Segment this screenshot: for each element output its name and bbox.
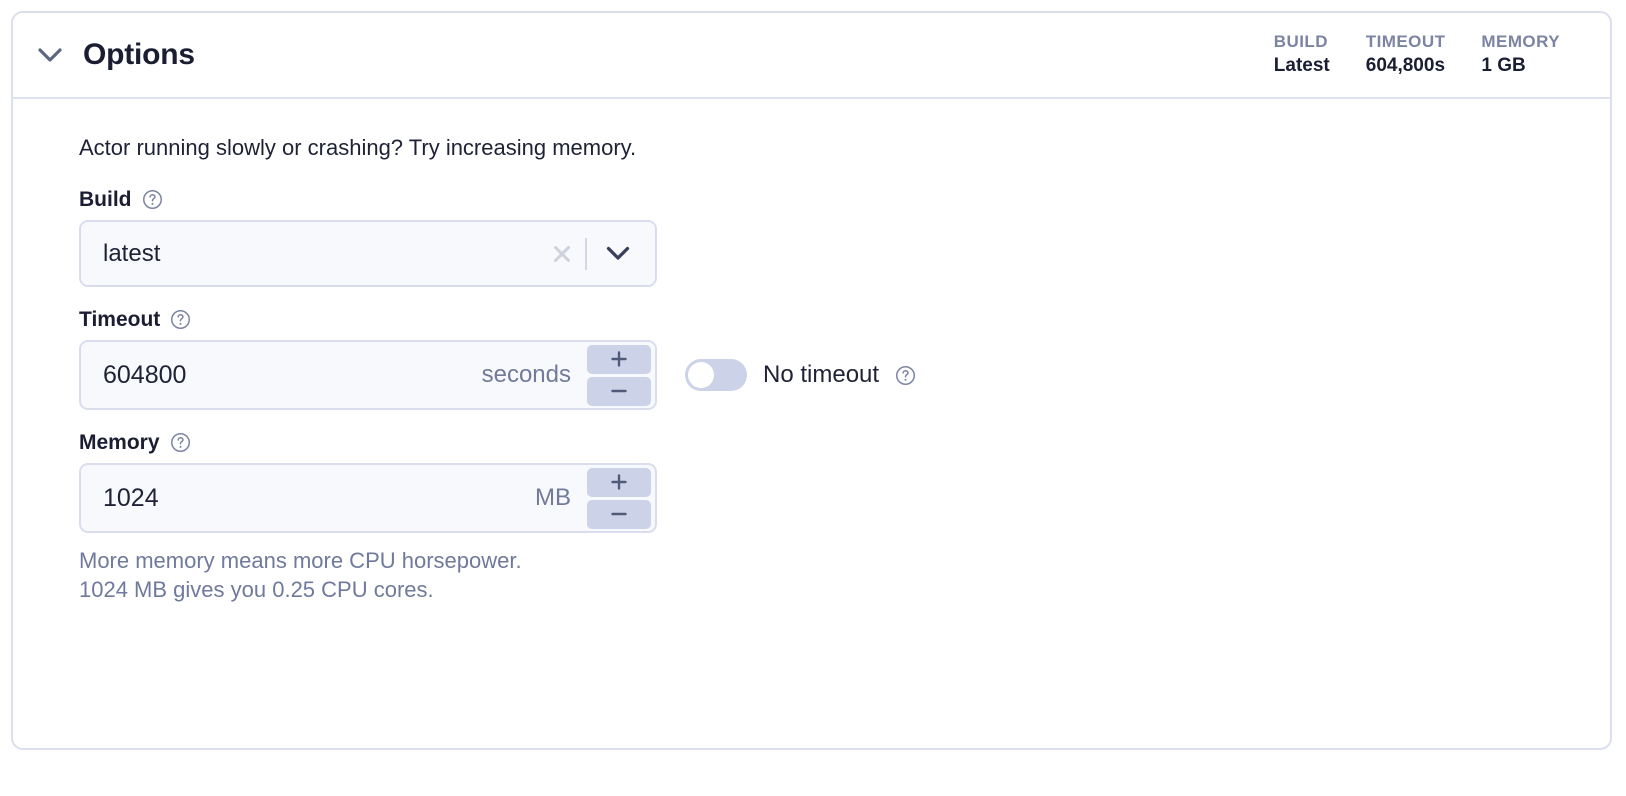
stat-timeout-label: TIMEOUT	[1365, 32, 1446, 52]
options-card-header: Options BUILD Latest TIMEOUT 604,800s ME…	[13, 13, 1610, 99]
memory-field-block: Memory 1024 MB	[79, 432, 1610, 603]
memory-input-group[interactable]: 1024 MB	[79, 463, 657, 534]
build-label: Build	[79, 188, 132, 212]
options-card-body: Actor running slowly or crashing? Try in…	[13, 99, 1610, 604]
memory-stepper	[587, 467, 655, 529]
timeout-increment-button[interactable]	[587, 344, 651, 374]
timeout-label: Timeout	[79, 308, 161, 332]
build-select-value: latest	[103, 239, 161, 267]
close-icon[interactable]	[547, 239, 577, 269]
build-label-row: Build	[79, 189, 1610, 210]
timeout-field-block: Timeout 604800 seconds	[79, 309, 1610, 411]
stat-memory-value: 1 GB	[1481, 54, 1526, 76]
memory-helper-text: More memory means more CPU horsepower. 1…	[79, 547, 1610, 603]
timeout-decrement-button[interactable]	[587, 376, 651, 406]
stat-timeout: TIMEOUT 604,800s	[1366, 33, 1446, 77]
select-separator	[585, 237, 587, 270]
timeout-row: 604800 seconds	[79, 340, 1610, 411]
no-timeout-toggle-knob	[688, 362, 714, 389]
memory-label: Memory	[79, 431, 160, 455]
no-timeout-label: No timeout	[763, 361, 880, 389]
memory-input[interactable]: 1024	[103, 483, 159, 512]
timeout-label-row: Timeout	[79, 309, 1610, 330]
build-select[interactable]: latest	[79, 220, 657, 288]
stat-memory-label: MEMORY	[1481, 32, 1560, 52]
memory-label-row: Memory	[79, 432, 1610, 453]
stat-build-value: Latest	[1273, 54, 1330, 76]
build-field-block: Build latest	[79, 189, 1610, 288]
chevron-down-icon[interactable]	[35, 40, 65, 70]
memory-helper-line-1: More memory means more CPU horsepower.	[79, 548, 522, 574]
question-circle-icon[interactable]	[170, 432, 191, 453]
stat-timeout-value: 604,800s	[1365, 54, 1446, 76]
timeout-stepper	[587, 344, 655, 406]
memory-unit-label: MB	[535, 484, 571, 512]
memory-increment-button[interactable]	[587, 467, 651, 497]
timeout-input[interactable]: 604800	[103, 360, 187, 389]
no-timeout-toggle[interactable]	[685, 359, 747, 392]
header-left-group: Options	[35, 40, 195, 70]
memory-helper-line-2: 1024 MB gives you 0.25 CPU cores.	[79, 576, 434, 602]
memory-decrement-button[interactable]	[587, 499, 651, 529]
stat-build-label: BUILD	[1273, 32, 1328, 52]
no-timeout-control: No timeout	[685, 359, 916, 392]
page-title: Options	[83, 38, 195, 71]
question-circle-icon[interactable]	[895, 365, 916, 386]
stat-memory: MEMORY 1 GB	[1481, 33, 1560, 77]
intro-text: Actor running slowly or crashing? Try in…	[79, 135, 637, 160]
question-circle-icon[interactable]	[142, 189, 163, 210]
timeout-input-group[interactable]: 604800 seconds	[79, 340, 657, 411]
chevron-down-icon[interactable]	[601, 239, 635, 269]
timeout-unit-label: seconds	[481, 361, 571, 389]
question-circle-icon[interactable]	[170, 309, 191, 330]
options-card: Options BUILD Latest TIMEOUT 604,800s ME…	[11, 11, 1612, 750]
stat-build: BUILD Latest	[1274, 33, 1330, 77]
header-stats: BUILD Latest TIMEOUT 604,800s MEMORY 1 G…	[1274, 33, 1582, 77]
